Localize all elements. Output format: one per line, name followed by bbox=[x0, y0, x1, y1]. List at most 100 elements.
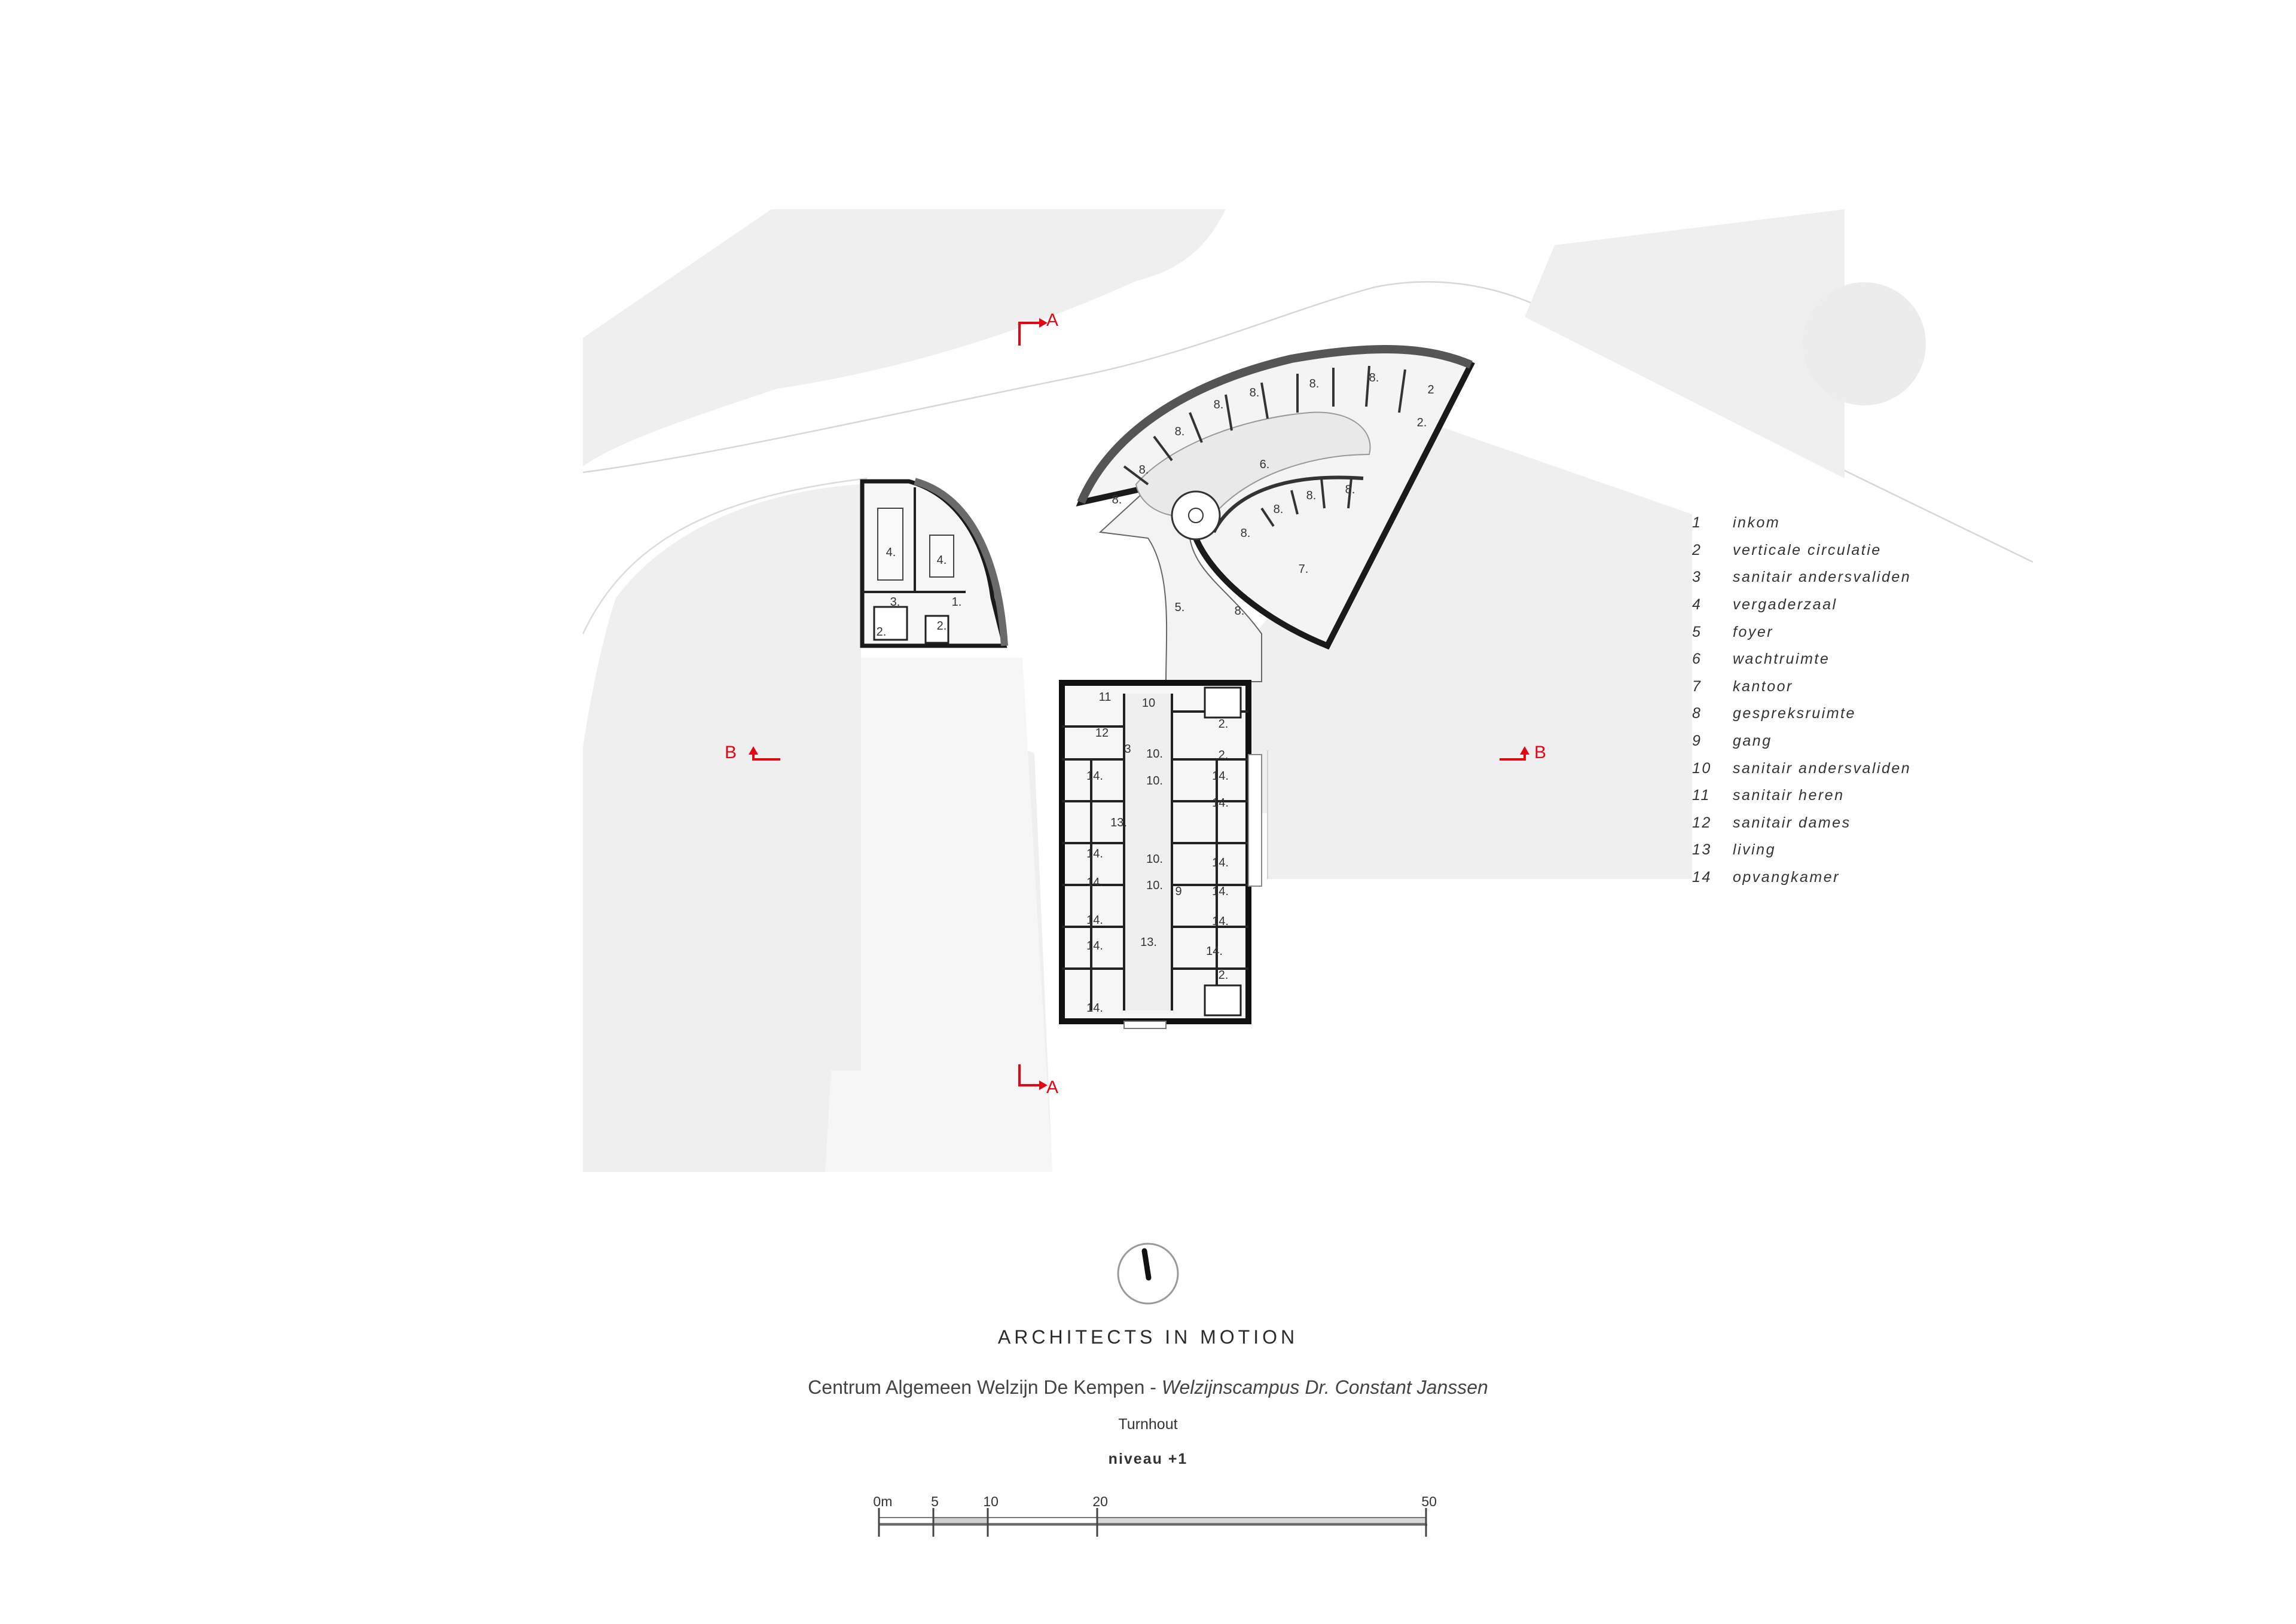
west-pavilion bbox=[860, 478, 1008, 648]
scale-label-5: 5 bbox=[931, 1494, 939, 1509]
south-stair-ne bbox=[1204, 686, 1242, 719]
legend-item-label: living bbox=[1733, 841, 1776, 859]
scale-seg-20-50 bbox=[1097, 1517, 1427, 1524]
label-gesprek-12: 8. bbox=[1235, 605, 1245, 618]
label-sanitair-av-3: 10. bbox=[1146, 774, 1163, 787]
label-opvang-e2: 14. bbox=[1212, 796, 1229, 810]
label-gesprek-5: 8. bbox=[1250, 386, 1260, 399]
label-gesprek-3: 8. bbox=[1175, 425, 1185, 438]
context-west-inner bbox=[825, 658, 1052, 1172]
label-opvang-w2: 14. bbox=[1086, 847, 1103, 860]
foyer-area bbox=[1098, 465, 1262, 682]
legend-item-label: opvangkamer bbox=[1733, 869, 1840, 886]
meeting-table-2 bbox=[929, 535, 954, 578]
north-arrow bbox=[1117, 1243, 1179, 1305]
legend-item-number: 2 bbox=[1692, 541, 1702, 558]
label-gesprek-6: 8. bbox=[1309, 377, 1320, 390]
label-gang: 9 bbox=[1175, 885, 1181, 898]
legend-item-number: 13 bbox=[1692, 841, 1712, 859]
legend-item: 10 sanitair andersvaliden bbox=[1692, 755, 2051, 782]
label-opvang-e3: 14. bbox=[1212, 856, 1229, 869]
fan-room-dividers bbox=[1123, 365, 1406, 527]
label-circ-north-2: 2 bbox=[1427, 383, 1434, 396]
section-b-left-label: B bbox=[725, 743, 737, 762]
label-kantoor: 7. bbox=[1299, 563, 1309, 576]
south-block bbox=[1059, 680, 1262, 1029]
label-opvang-e1: 14. bbox=[1212, 770, 1229, 783]
legend-item-number: 8 bbox=[1692, 705, 1702, 722]
label-gesprek-7: 8. bbox=[1369, 371, 1379, 384]
legend-item-label: foyer bbox=[1733, 623, 1774, 640]
label-opvang-e5: 14. bbox=[1212, 915, 1229, 928]
label-opvang-w3: 14. bbox=[1086, 876, 1103, 889]
legend-item-number: 10 bbox=[1692, 759, 1712, 777]
legend-item-number: 5 bbox=[1692, 623, 1702, 640]
label-vergader-2: 4. bbox=[937, 554, 947, 567]
legend-item-label: sanitair andersvaliden bbox=[1733, 569, 1912, 586]
legend-item: 4 vergaderzaal bbox=[1692, 591, 2051, 619]
legend-item-number: 11 bbox=[1692, 787, 1711, 804]
west-lift bbox=[924, 615, 949, 644]
legend-item-number: 4 bbox=[1692, 596, 1702, 613]
level-label: niveau +1 bbox=[1108, 1451, 1188, 1467]
site-context bbox=[582, 209, 2034, 1172]
label-opvang-w5: 14. bbox=[1086, 939, 1103, 953]
project-title-italic: Welzijnscampus Dr. Constant Janssen bbox=[1161, 1376, 1488, 1398]
section-b-right-label: B bbox=[1534, 743, 1546, 762]
scale-seg-10-20 bbox=[987, 1517, 1098, 1524]
legend-item-label: kantoor bbox=[1733, 677, 1793, 695]
label-sanitair-av-2: 10. bbox=[1146, 747, 1163, 761]
south-entrance bbox=[1123, 1021, 1167, 1029]
legend-item-label: vergaderzaal bbox=[1733, 596, 1837, 613]
scale-seg-5-10 bbox=[933, 1517, 988, 1524]
scale-label-0: 0m bbox=[873, 1494, 893, 1509]
label-opvang-e4: 14. bbox=[1212, 885, 1229, 898]
label-circ-west: 2. bbox=[937, 619, 947, 633]
scale-label-20: 20 bbox=[1092, 1494, 1108, 1509]
section-markers: A A B B bbox=[725, 310, 1546, 1097]
legend-item-label: gang bbox=[1733, 732, 1772, 750]
project-title-main: Centrum Algemeen Welzijn De Kempen - bbox=[808, 1376, 1162, 1398]
context-north-east-block bbox=[1525, 209, 1845, 478]
city-name: Turnhout bbox=[1118, 1416, 1178, 1433]
legend-item-label: inkom bbox=[1733, 514, 1781, 532]
legend-item-label: verticale circulatie bbox=[1733, 541, 1882, 558]
east-balcony bbox=[1248, 754, 1262, 887]
spiral-stair-core bbox=[1188, 508, 1204, 523]
label-opvang-w1: 14. bbox=[1086, 770, 1103, 783]
section-a-bottom-arrow bbox=[1039, 1080, 1048, 1090]
label-circ-south: 2. bbox=[1219, 969, 1229, 982]
south-walls bbox=[1062, 694, 1248, 1011]
legend-item-number: 7 bbox=[1692, 677, 1702, 695]
label-living-1: 13. bbox=[1110, 816, 1127, 829]
label-sanitair-dames: 12 bbox=[1095, 726, 1109, 740]
legend-item-label: sanitair andersvaliden bbox=[1733, 759, 1912, 777]
legend-item-label: wachtruimte bbox=[1733, 651, 1830, 668]
section-a-top-label: A bbox=[1046, 310, 1058, 330]
legend-item-label: sanitair dames bbox=[1733, 814, 1851, 831]
label-opvang-w6: 14. bbox=[1086, 1002, 1103, 1015]
west-stair bbox=[873, 606, 908, 641]
label-sanitair-heren: 11 bbox=[1099, 691, 1112, 704]
project-title: Centrum Algemeen Welzijn De Kempen - Wel… bbox=[610, 1376, 1686, 1399]
label-sanitair-av-5: 10. bbox=[1146, 879, 1163, 892]
label-foyer: 5. bbox=[1175, 601, 1185, 614]
section-b-left-arrow bbox=[749, 746, 758, 755]
section-a-bottom-label: A bbox=[1046, 1077, 1058, 1097]
label-sanitair-av-1: 10 bbox=[1142, 697, 1155, 710]
label-circ-east-1: 2. bbox=[1219, 718, 1229, 731]
label-gesprek-4: 8. bbox=[1214, 398, 1224, 411]
scale-label-50: 50 bbox=[1421, 1494, 1437, 1509]
south-corridor bbox=[1124, 694, 1172, 1011]
legend-item: 13 living bbox=[1692, 837, 2051, 864]
scale-bar bbox=[878, 1508, 1427, 1537]
label-inkom-west: 1. bbox=[952, 596, 962, 609]
label-gesprek-10: 8. bbox=[1306, 489, 1317, 502]
